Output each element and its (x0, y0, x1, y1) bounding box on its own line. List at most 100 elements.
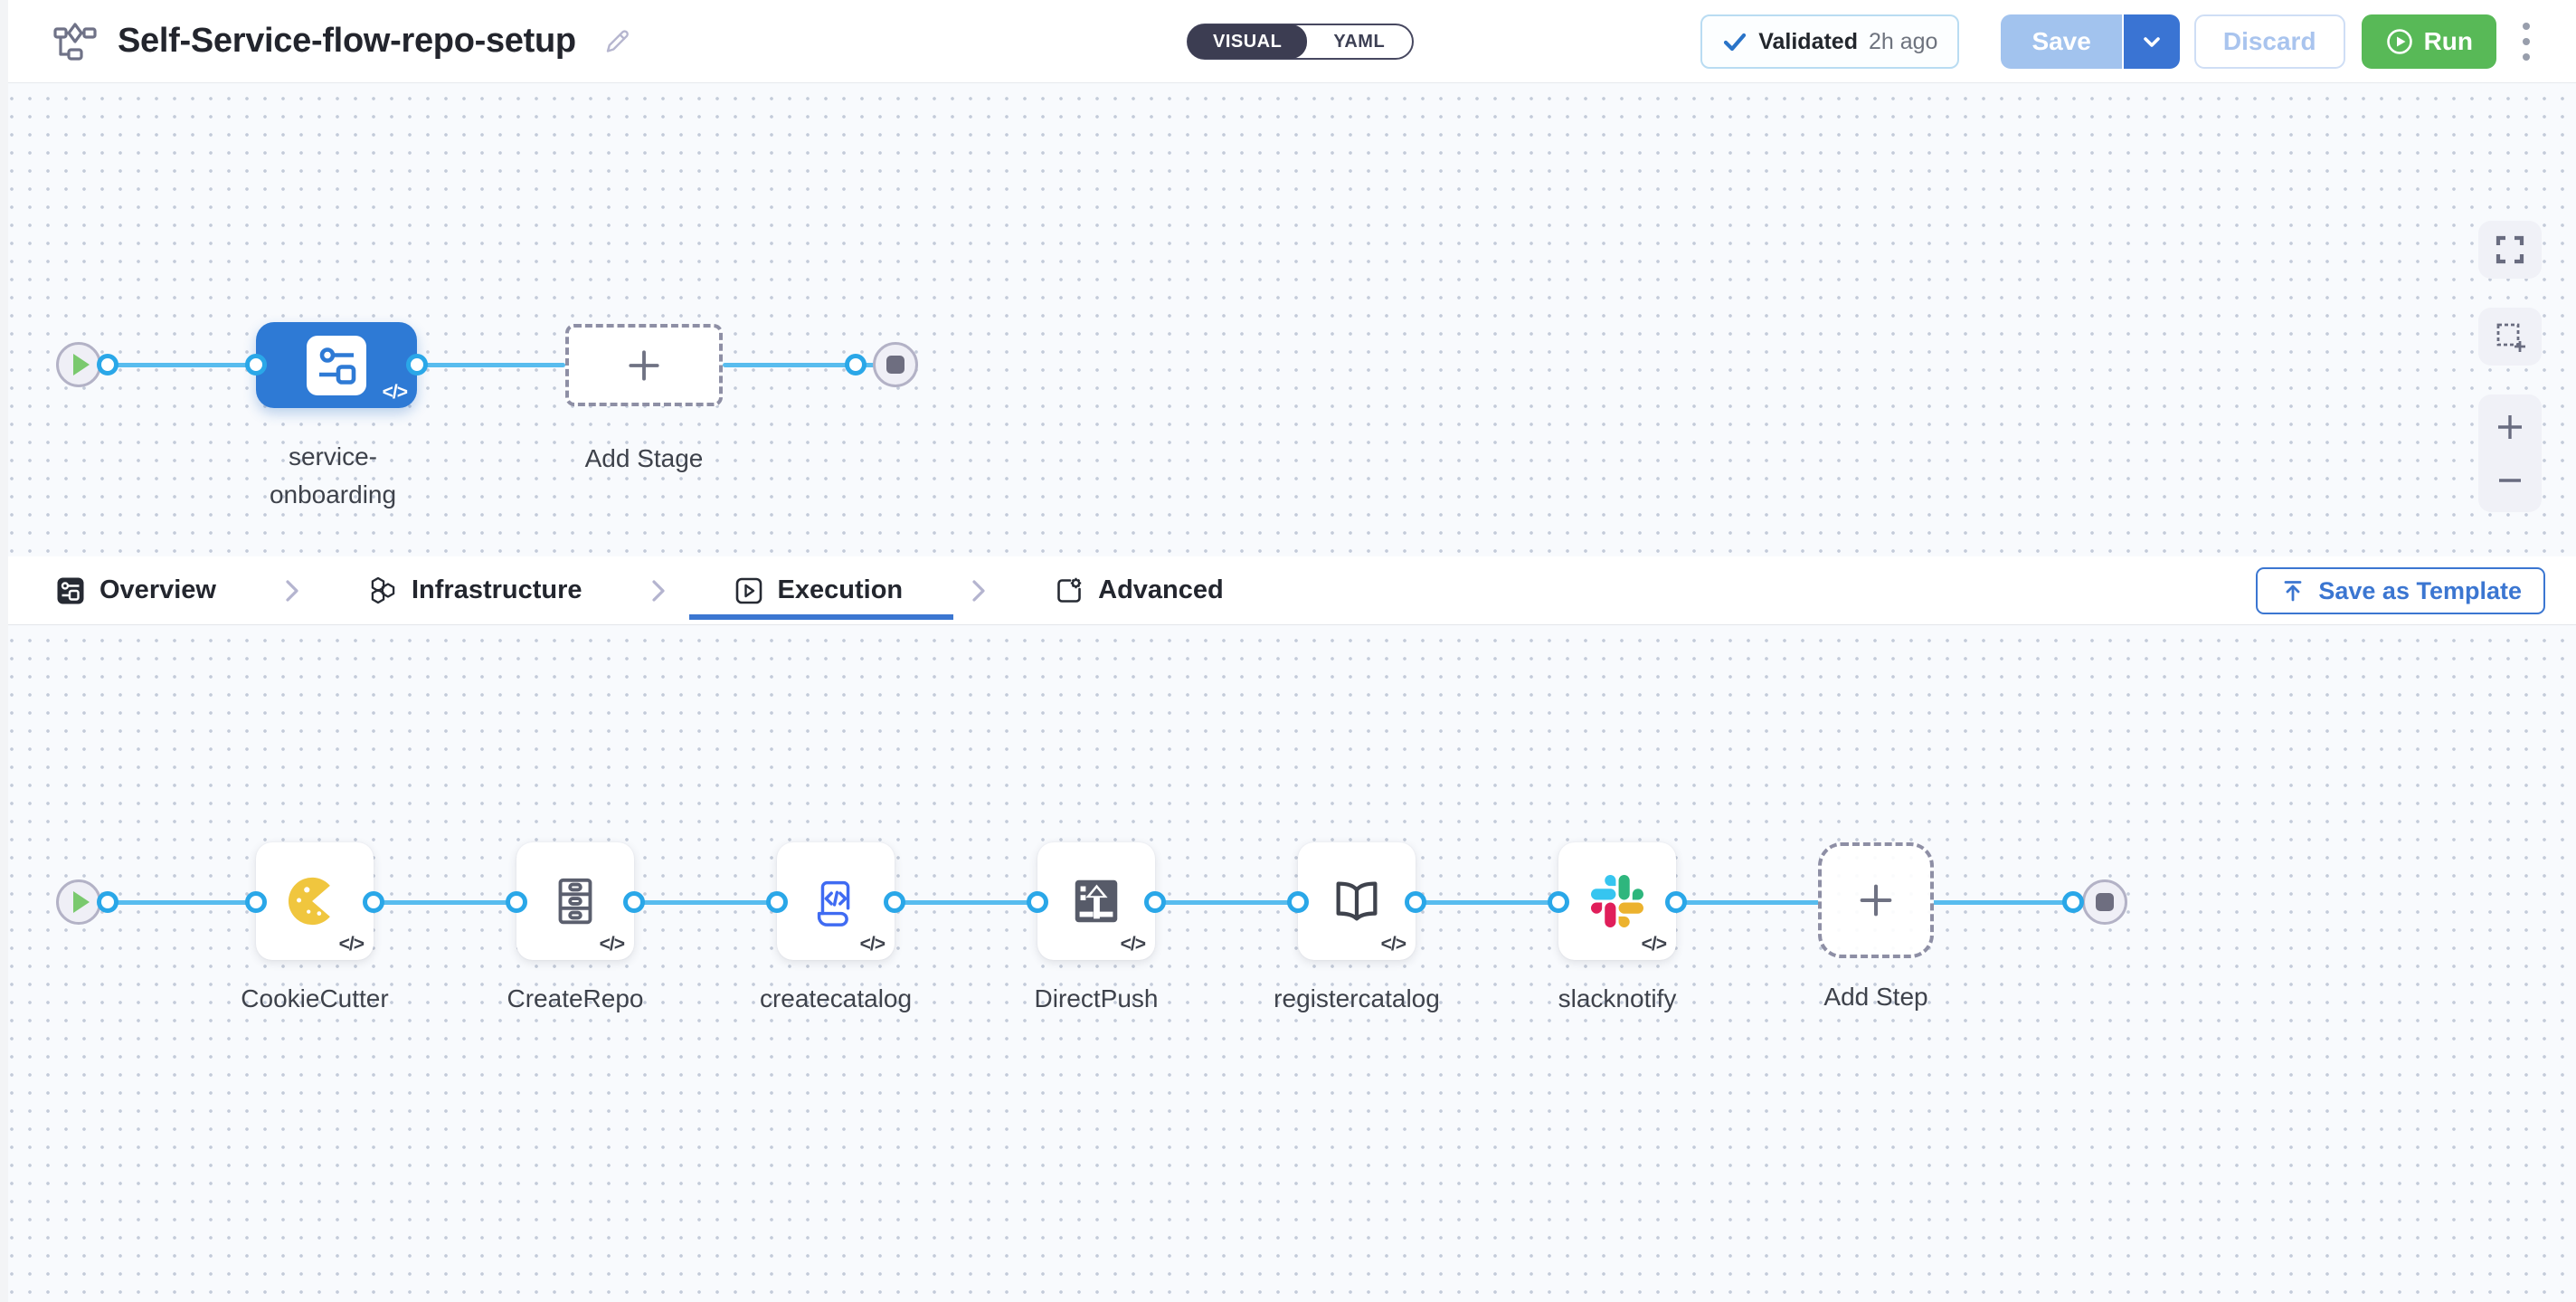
tab-execution-label: Execution (777, 575, 904, 604)
pipeline-header: Self-Service-flow-repo-setup VISUAL YAML… (0, 0, 2576, 83)
validated-badge[interactable]: Validated 2h ago (1700, 14, 1960, 69)
connector-port[interactable] (245, 891, 267, 913)
add-stage-button[interactable] (565, 324, 723, 406)
slack-icon (1591, 875, 1643, 927)
connector-line (105, 363, 256, 367)
step-node-directpush[interactable]: </> (1037, 842, 1155, 960)
canvas-controls (2478, 221, 2542, 512)
connector-port[interactable] (1287, 891, 1309, 913)
file-cabinet-icon (558, 878, 592, 925)
code-badge: </> (382, 382, 408, 403)
pipeline-flowchart-icon (52, 21, 98, 62)
toggle-yaml[interactable]: YAML (1333, 31, 1386, 52)
connector-port[interactable] (363, 891, 384, 913)
connector-port[interactable] (1027, 891, 1048, 913)
more-options-kebab-icon[interactable] (2522, 21, 2531, 62)
tab-execution[interactable]: Execution (688, 575, 953, 620)
header-actions: Validated 2h ago Save Discard Run (1700, 14, 2531, 69)
run-play-icon (2385, 27, 2414, 56)
connector-port[interactable] (884, 891, 905, 913)
toggle-visual[interactable]: VISUAL (1188, 24, 1308, 59)
multi-select-button[interactable] (2478, 308, 2542, 366)
stop-icon (2096, 893, 2114, 911)
connector-port[interactable] (245, 354, 267, 375)
connector-port[interactable] (1548, 891, 1569, 913)
connector-line (1416, 900, 1558, 905)
chevron-right-icon (970, 577, 988, 604)
upload-template-icon (2279, 577, 2306, 604)
infrastructure-hexagons-icon (371, 576, 395, 603)
connector-port[interactable] (97, 354, 118, 375)
step-node-slacknotify[interactable]: </> (1558, 842, 1676, 960)
code-badge: </> (1120, 934, 1146, 955)
plus-icon (2498, 414, 2522, 439)
zoom-out-button[interactable] (2492, 462, 2528, 499)
connector-line (1676, 900, 1820, 905)
pipeline-title: Self-Service-flow-repo-setup (118, 22, 576, 60)
zoom-in-button[interactable] (2492, 409, 2528, 445)
step-label: DirectPush (1034, 984, 1159, 1012)
run-label: Run (2423, 27, 2473, 55)
step-label: CookieCutter (241, 984, 389, 1012)
stage-label: service- onboarding (270, 438, 396, 514)
pipeline-start-node (56, 342, 101, 387)
add-stage-label: Add Stage (584, 444, 704, 472)
execution-end-node (2082, 879, 2127, 925)
cookiecutter-icon (288, 877, 330, 926)
validated-label: Validated (1758, 28, 1858, 54)
fullscreen-icon (2496, 235, 2524, 264)
minus-icon (2499, 478, 2521, 482)
execution-play-icon (735, 577, 762, 603)
connector-line (634, 900, 777, 905)
tab-advanced[interactable]: Advanced (1055, 575, 1224, 605)
connector-port[interactable] (1405, 891, 1426, 913)
code-badge: </> (1380, 934, 1406, 955)
save-split-button: Save (2001, 14, 2180, 69)
add-step-button[interactable] (1818, 842, 1934, 958)
connector-port[interactable] (406, 354, 428, 375)
advanced-gear-doc-icon (1057, 577, 1082, 603)
selection-marquee-icon (2496, 323, 2525, 352)
fit-to-screen-button[interactable] (2478, 221, 2542, 279)
step-node-cookiecutter[interactable]: </> (256, 842, 374, 960)
connector-port[interactable] (97, 891, 118, 913)
run-button[interactable]: Run (2361, 14, 2496, 69)
code-badge: </> (859, 934, 886, 955)
discard-button[interactable]: Discard (2193, 14, 2345, 69)
connector-port[interactable] (845, 354, 867, 375)
stop-icon (886, 356, 904, 374)
stage-label-line2: onboarding (269, 480, 397, 508)
zoom-control (2478, 394, 2542, 512)
save-button[interactable]: Save (2001, 14, 2122, 69)
connector-port[interactable] (1144, 891, 1166, 913)
connector-line (105, 900, 256, 905)
stage-node-service-onboarding[interactable]: </> (256, 322, 417, 408)
connector-line (417, 363, 565, 367)
edit-title-pencil-icon[interactable] (601, 26, 632, 57)
tab-infrastructure[interactable]: Infrastructure (368, 575, 582, 605)
connector-port[interactable] (1665, 891, 1687, 913)
save-options-caret[interactable] (2121, 14, 2180, 69)
validated-time: 2h ago (1868, 28, 1938, 54)
connector-line (1932, 900, 2085, 905)
connector-line (1155, 900, 1298, 905)
overview-stage-icon (57, 577, 84, 603)
tab-infrastructure-label: Infrastructure (411, 575, 582, 604)
step-node-createrepo[interactable]: </> (516, 842, 634, 960)
save-as-template-label: Save as Template (2318, 576, 2522, 604)
connector-port[interactable] (766, 891, 788, 913)
check-icon (1722, 29, 1747, 54)
connector-port[interactable] (506, 891, 527, 913)
stage-label-line1: service- (288, 442, 377, 470)
tab-overview-label: Overview (99, 575, 216, 604)
connector-port[interactable] (2062, 891, 2084, 913)
pipeline-end-node (873, 342, 918, 387)
tab-overview[interactable]: Overview (56, 575, 216, 605)
upload-push-icon (1075, 879, 1118, 923)
step-node-createcatalog[interactable]: </> (777, 842, 895, 960)
step-node-registercatalog[interactable]: </> (1298, 842, 1416, 960)
add-step-label: Add Step (1823, 983, 1928, 1011)
connector-port[interactable] (623, 891, 645, 913)
save-as-template-button[interactable]: Save as Template (2256, 567, 2545, 614)
